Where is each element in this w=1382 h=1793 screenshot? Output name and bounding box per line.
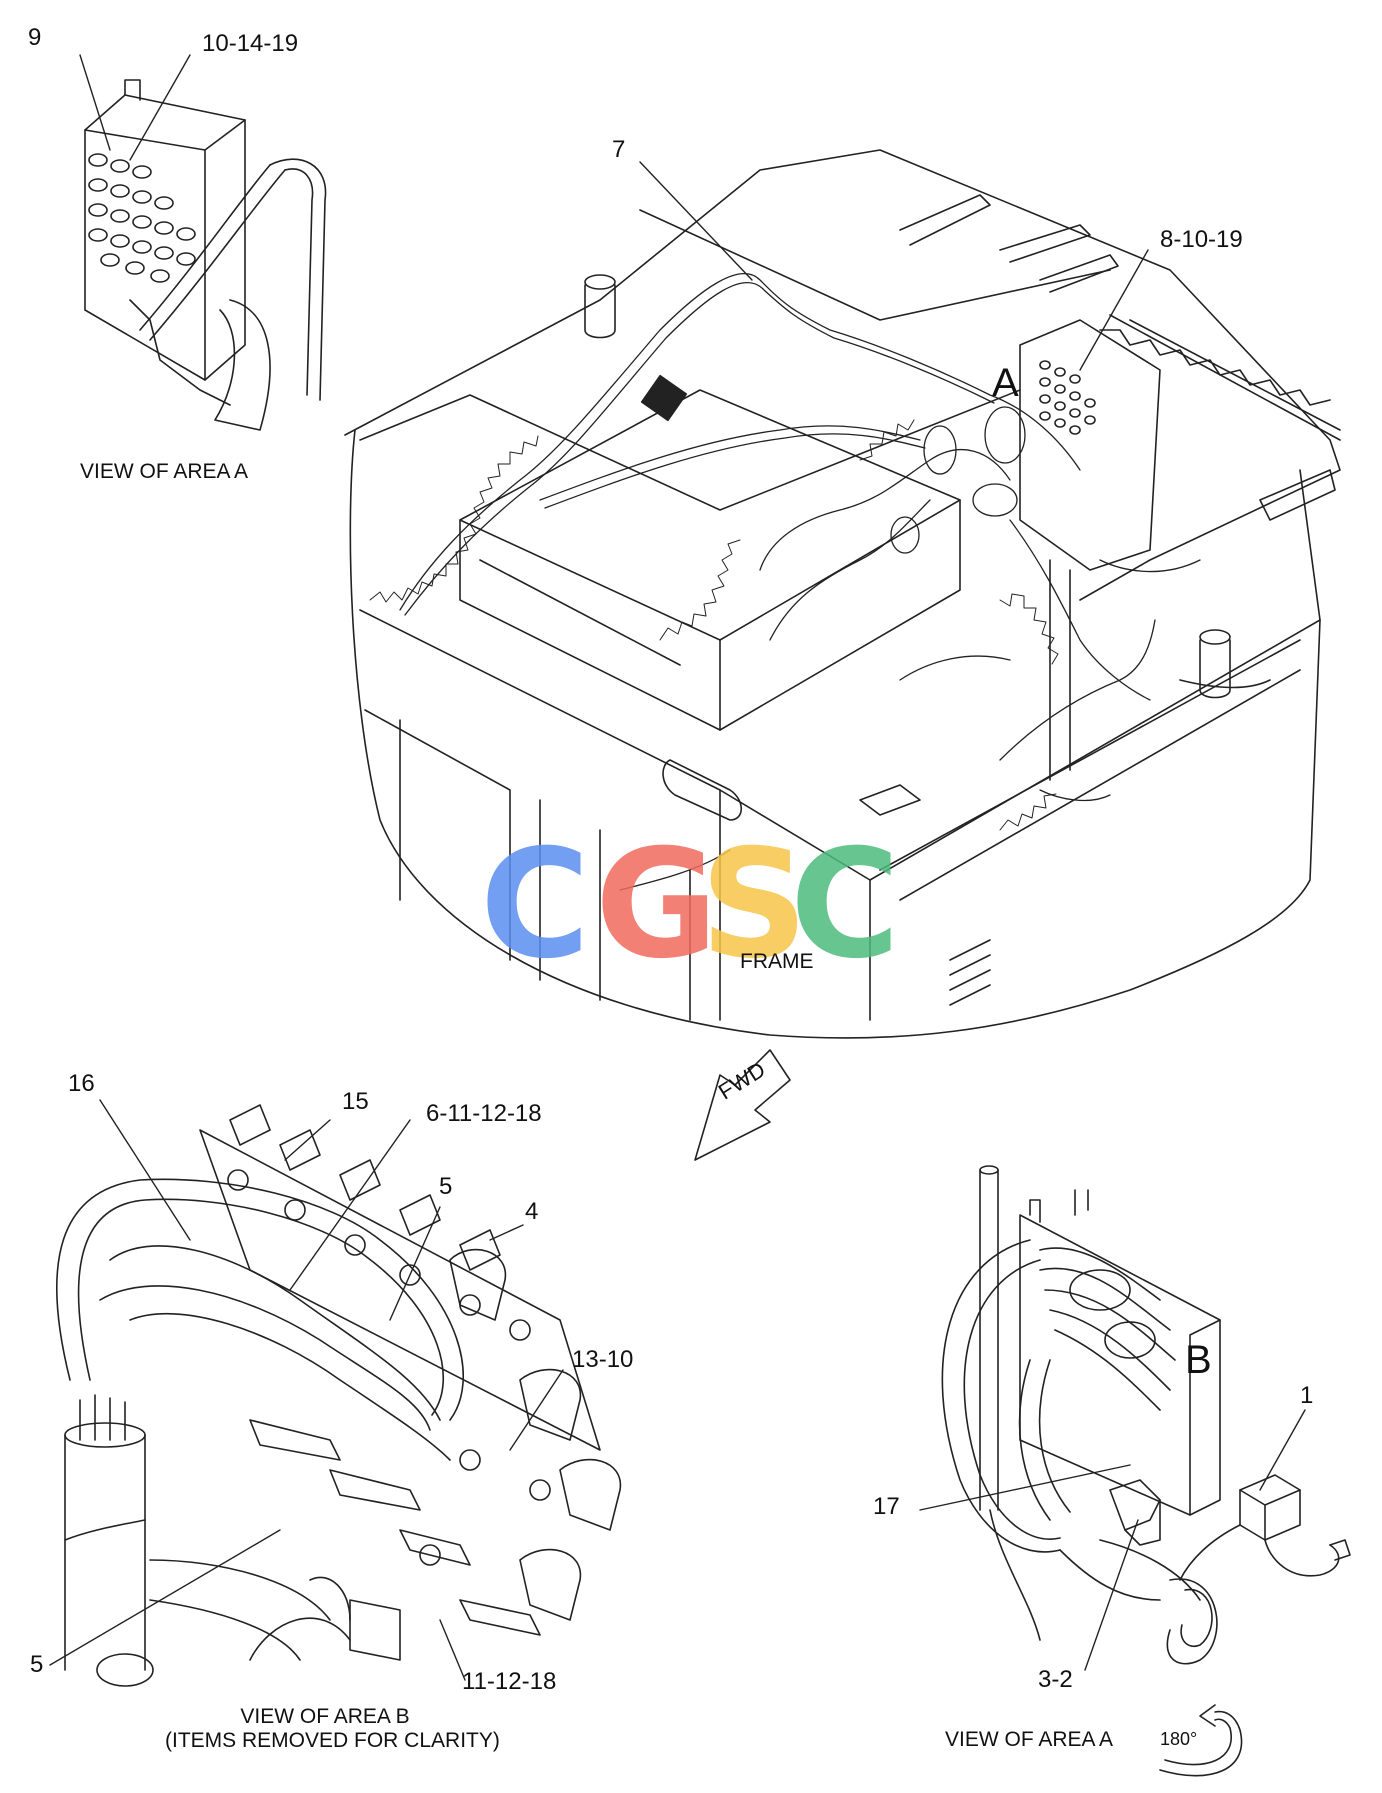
area-a-detail-rotated (941, 1165, 1351, 1665)
routing-zigzag (369, 419, 1059, 831)
rotation-angle-label: 180° (1160, 1729, 1198, 1749)
area-b-marker: B (1185, 1338, 1212, 1382)
caption-view-area-b-line1: VIEW OF AREA B (240, 1705, 410, 1728)
callout-8-10-19: 8-10-19 (1160, 226, 1243, 253)
watermark-letter-2: G (595, 818, 719, 992)
caption-view-area-a-bottom: VIEW OF AREA A (945, 1728, 1114, 1751)
callout-6-11-12-18: 6-11-12-18 (426, 1100, 542, 1127)
connector-grid (88, 153, 196, 283)
callout-17: 17 (873, 1493, 900, 1520)
caption-view-area-b-line2: (ITEMS REMOVED FOR CLARITY) (165, 1729, 500, 1753)
wiring-harness (399, 273, 1201, 891)
area-b-detail (55, 1104, 622, 1687)
area-a-detail-top (84, 79, 327, 431)
callout-5-bottom: 5 (30, 1651, 44, 1678)
callout-9: 9 (28, 24, 42, 51)
callout-5-top: 5 (439, 1173, 453, 1200)
leader-lines-area-b (49, 1099, 564, 1681)
callout-1: 1 (1300, 1382, 1314, 1409)
watermark-letter-1: C (480, 818, 591, 992)
callout-13-10: 13-10 (572, 1346, 634, 1373)
callout-7: 7 (612, 136, 626, 163)
leader-lines-main (79, 54, 1149, 371)
watermark-letter-4: C (790, 818, 901, 992)
caption-view-area-b: VIEW OF AREA B (ITEMS REMOVED FOR CLARIT… (165, 1705, 500, 1753)
rotate-180-icon (1159, 1704, 1243, 1777)
callout-11-12-18: 11-12-18 (462, 1668, 557, 1695)
callout-10-14-19: 10-14-19 (202, 30, 299, 57)
callout-16: 16 (68, 1070, 95, 1097)
callout-15: 15 (342, 1088, 369, 1115)
fwd-arrow-icon (694, 1049, 791, 1161)
watermark-letter-3: S (700, 818, 809, 992)
box-connectors (1039, 360, 1096, 435)
frame-label: FRAME (740, 950, 814, 973)
callout-4: 4 (525, 1198, 539, 1225)
area-a-marker: A (992, 361, 1019, 405)
main-assembly (344, 149, 1341, 1039)
caption-view-area-a-top: VIEW OF AREA A (80, 460, 249, 483)
callout-3-2: 3-2 (1038, 1666, 1073, 1693)
leader-lines-area-a-rot (919, 1409, 1306, 1671)
